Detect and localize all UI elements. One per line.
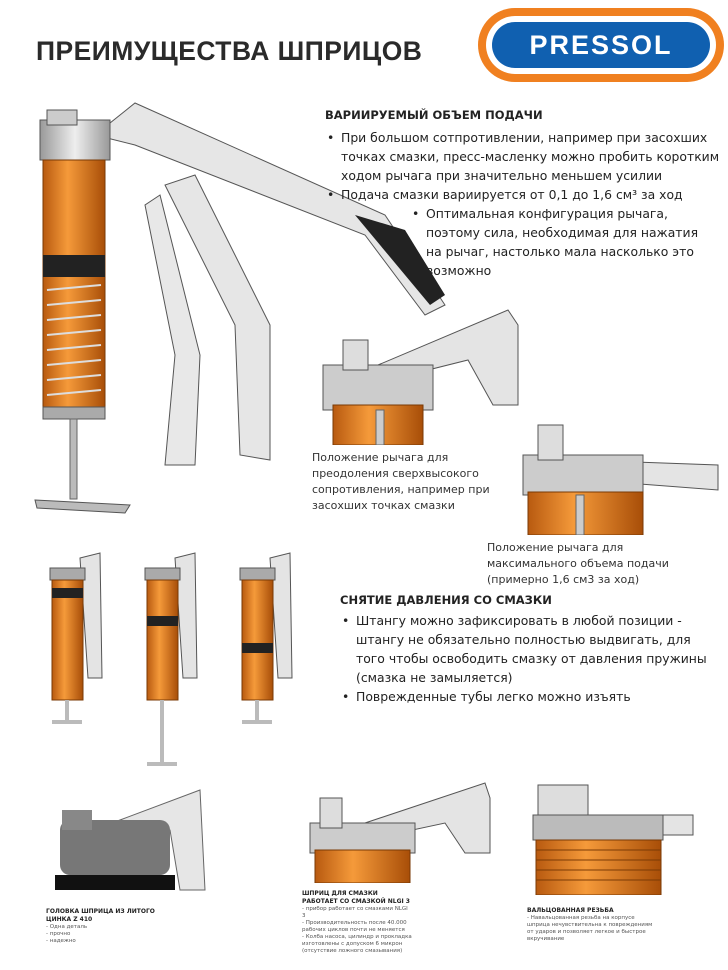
- feature-item: - Производительность после 40.000 рабочи…: [302, 920, 407, 933]
- feature-item: - Колба насоса, цилиндр и прокладка изго…: [302, 934, 412, 954]
- feature-item: - Одна деталь: [46, 924, 88, 930]
- feature-title: ВАЛЬЦОВАННАЯ РЕЗЬБА: [527, 907, 614, 914]
- feature-item: - Навальцованная резьба на корпусе шприц…: [527, 915, 653, 942]
- bullet: При большом сотпротивлении, например при…: [325, 128, 720, 185]
- pump-detail-illustration: [309, 782, 491, 883]
- bullet: Подача смазки вариируется от 0,1 до 1,6 …: [325, 185, 720, 204]
- rolled-thread-illustration: [532, 784, 694, 895]
- lever-detail-high-resistance: [322, 309, 519, 445]
- page-title: ПРЕИМУЩЕСТВА ШПРИЦОВ: [36, 36, 423, 66]
- grease-gun-main-illustration: [34, 102, 446, 514]
- section-heading: СНЯТИЕ ДАВЛЕНИЯ СО СМАЗКИ: [340, 593, 552, 607]
- feature-item: - прибор работает со смазками NLGI 3: [302, 906, 408, 919]
- bullet: Поврежденные тубы легко можно изъять: [340, 687, 720, 706]
- feature-item: - прочно: [46, 931, 71, 937]
- grease-gun-positions-illustration: [49, 552, 293, 766]
- feature-title: ГОЛОВКА ШПРИЦА ИЗ ЛИТОГО ЦИНКА Z 410: [46, 908, 155, 923]
- feature-zinc-head: ГОЛОВКА ШПРИЦА ИЗ ЛИТОГО ЦИНКА Z 410 - О…: [46, 908, 156, 945]
- zinc-head-illustration: [55, 789, 206, 891]
- section-pressure-release: СНЯТИЕ ДАВЛЕНИЯ СО СМАЗКИ Штангу можно з…: [340, 593, 720, 706]
- lever-detail-max-volume: [522, 424, 719, 535]
- pressol-logo: PRESSOL: [478, 8, 724, 82]
- bullet: Штангу можно зафиксировать в любой позиц…: [340, 611, 720, 687]
- section-heading: ВАРИИРУЕМЫЙ ОБЪЕМ ПОДАЧИ: [325, 108, 543, 122]
- feature-title: ШПРИЦ ДЛЯ СМАЗКИ РАБОТАЕТ СО СМАЗКОЙ NLG…: [302, 890, 410, 905]
- caption-high-resistance: Положение рычага для преодоления сверхвы…: [312, 451, 490, 512]
- feature-nlgi3: ШПРИЦ ДЛЯ СМАЗКИ РАБОТАЕТ СО СМАЗКОЙ NLG…: [302, 890, 412, 955]
- section-variable-volume: ВАРИИРУЕМЫЙ ОБЪЕМ ПОДАЧИ При большом сот…: [325, 108, 720, 280]
- feature-rolled-thread: ВАЛЬЦОВАННАЯ РЕЗЬБА - Навальцованная рез…: [527, 907, 657, 943]
- feature-item: - надежно: [46, 938, 76, 944]
- caption-max-volume: Положение рычага для максимального объем…: [487, 541, 669, 586]
- bullet: Оптимальная конфигурация рычага, поэтому…: [410, 204, 710, 280]
